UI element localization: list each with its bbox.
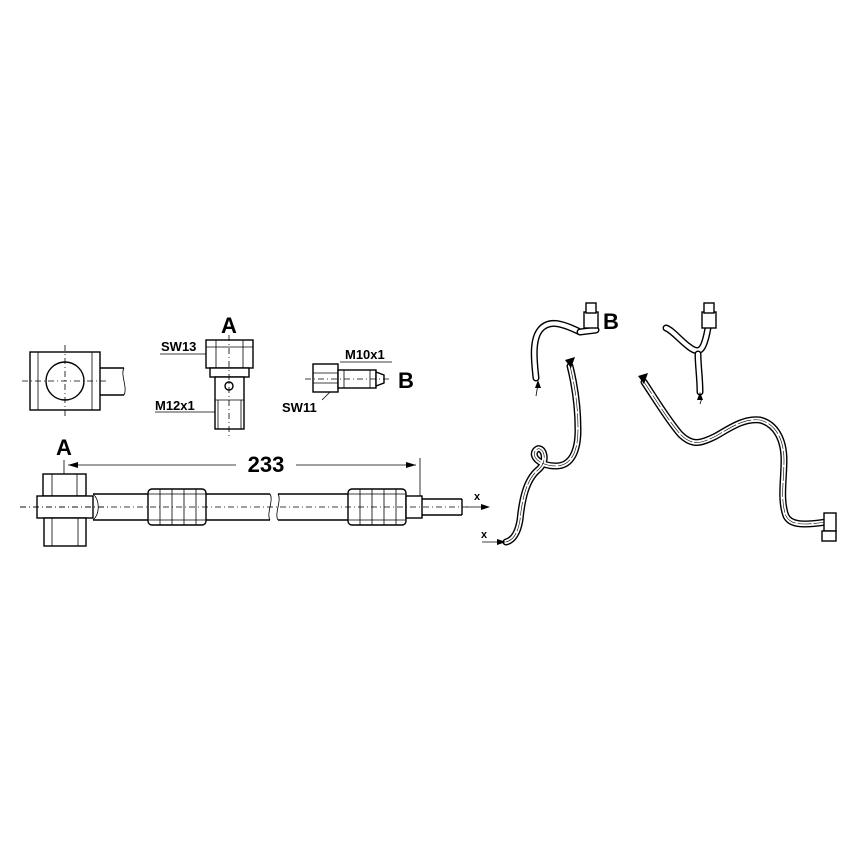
route-b-marker: B bbox=[603, 309, 619, 334]
fitting-b-detail: M10x1 SW11 B bbox=[282, 347, 414, 415]
hose-assembly: A 233 bbox=[20, 435, 490, 547]
hex-nut-icon bbox=[823, 512, 837, 532]
sw11-label: SW11 bbox=[282, 400, 317, 415]
hex-nut-icon bbox=[42, 473, 87, 497]
m10x1-label: M10x1 bbox=[345, 347, 385, 362]
hex-nut-icon bbox=[312, 363, 339, 393]
view-b-title: B bbox=[398, 368, 414, 393]
arrowhead-icon bbox=[406, 462, 416, 468]
arrowhead-icon bbox=[638, 373, 648, 384]
x-marker-hose: x bbox=[474, 491, 481, 503]
sw13-label: SW13 bbox=[161, 339, 196, 354]
arrowhead-icon bbox=[697, 392, 703, 400]
hex-nut-icon bbox=[583, 311, 599, 329]
view-a-title: A bbox=[221, 313, 237, 338]
arrowhead-icon bbox=[481, 504, 490, 510]
arrowhead-icon bbox=[68, 462, 78, 468]
hex-nut-icon bbox=[701, 311, 717, 329]
hex-nut-icon bbox=[205, 339, 254, 369]
arrowhead-icon bbox=[497, 539, 506, 545]
routing-view-right bbox=[638, 302, 837, 542]
m12x1-label: M12x1 bbox=[155, 398, 195, 413]
length-dimension: 233 bbox=[248, 452, 285, 477]
banjo-end-view bbox=[22, 345, 126, 418]
x-marker-route: x bbox=[481, 529, 488, 541]
banjo-bolt-detail: A SW13 M12x1 bbox=[155, 313, 254, 436]
routing-view-left: B x bbox=[481, 302, 619, 546]
hose-end-a-label: A bbox=[56, 435, 72, 460]
arrowhead-icon bbox=[535, 380, 541, 388]
arrowhead-icon bbox=[565, 357, 575, 368]
